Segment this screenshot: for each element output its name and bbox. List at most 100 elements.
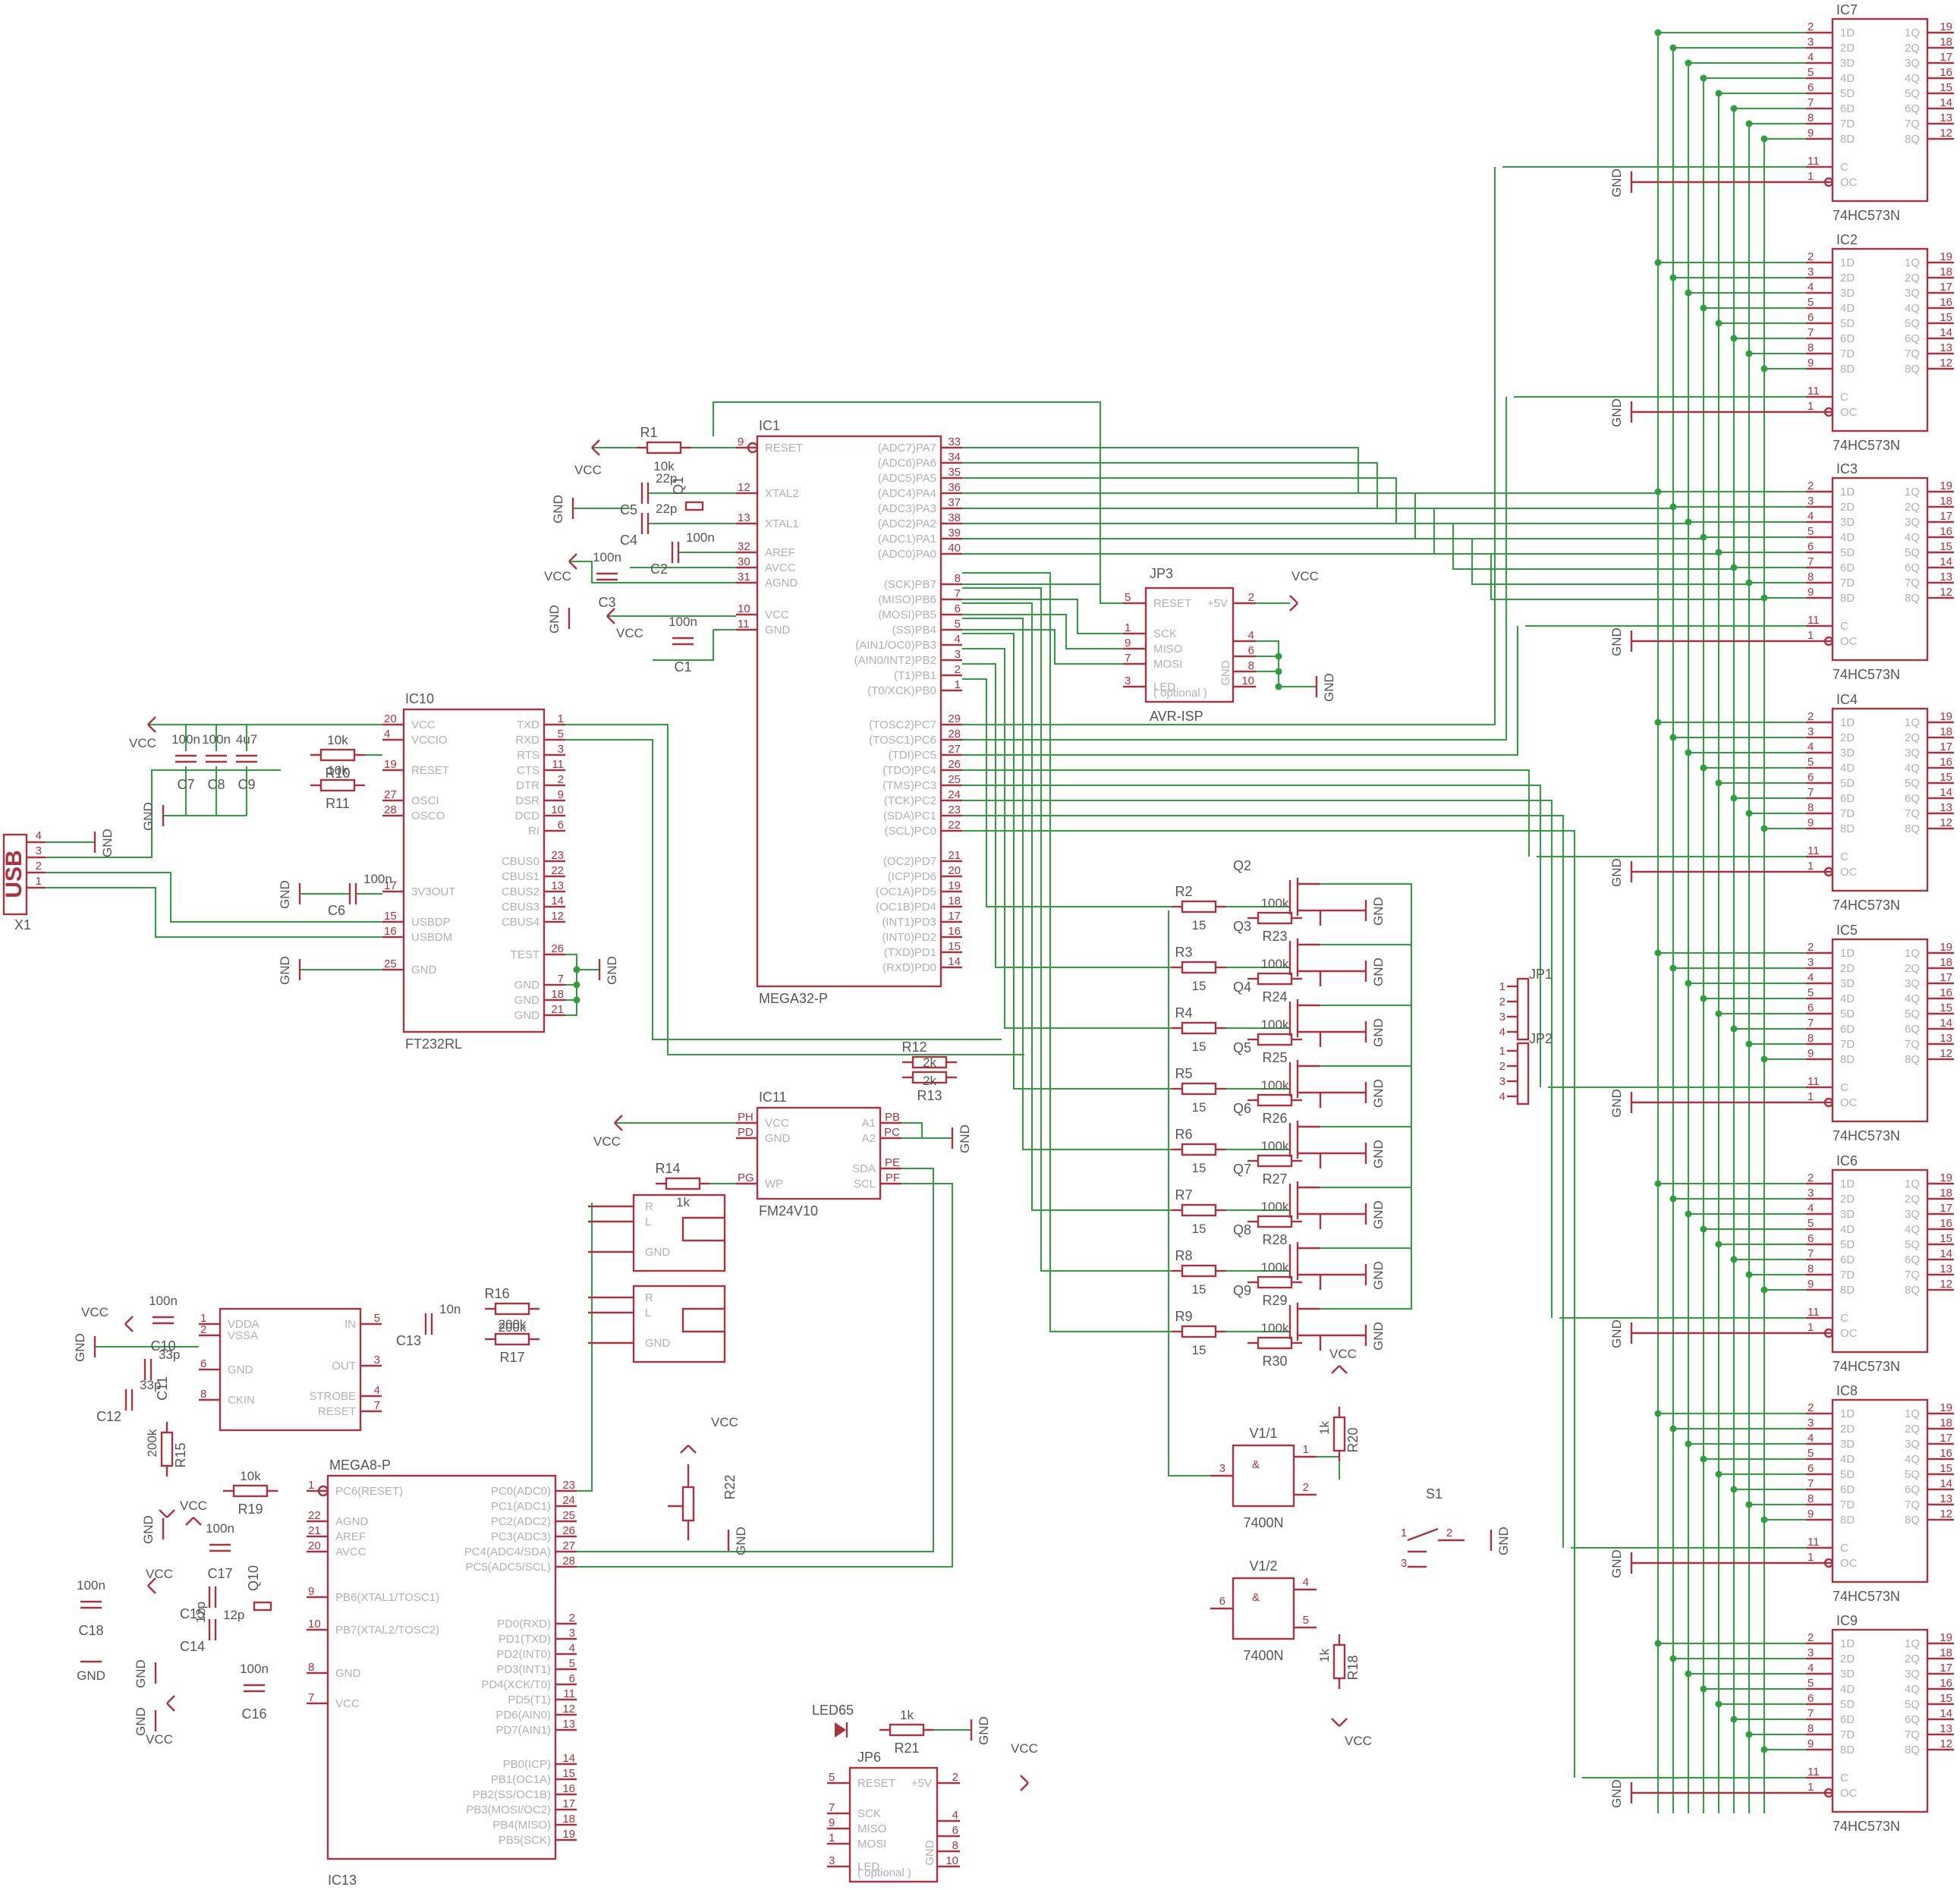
- header-name: JP2: [1529, 1031, 1553, 1046]
- mosfet-name: Q8: [1233, 1222, 1251, 1237]
- junction-dot: [1654, 719, 1662, 726]
- pin-label: OSCO: [411, 810, 445, 822]
- vcc-label: VCC: [1329, 1347, 1357, 1361]
- pin-number: 16: [384, 925, 397, 938]
- pin-label: 1D: [1840, 716, 1855, 729]
- pin-number: 12: [1940, 1278, 1952, 1291]
- pin-number: 22: [948, 819, 961, 832]
- junction-dot: [1745, 1040, 1753, 1048]
- gnd-label: GND: [1371, 897, 1386, 926]
- pin-number: 2: [1248, 591, 1254, 604]
- pin-number: 8: [1807, 571, 1814, 583]
- vcc-label: VCC: [180, 1498, 207, 1513]
- resistor-name: R17: [499, 1350, 524, 1365]
- pin-label: 4Q: [1905, 762, 1920, 775]
- latch-74hc573: [1831, 17, 1929, 203]
- pin-label: DTR: [516, 779, 540, 792]
- ic-name: IC1: [759, 418, 780, 433]
- pin-number: 35: [948, 466, 961, 479]
- gnd-label: GND: [1496, 1527, 1511, 1555]
- gnd-label: GND: [1609, 627, 1624, 656]
- pin-label: OSCI: [411, 794, 439, 807]
- ic-name: IC11: [759, 1090, 787, 1105]
- pin-number: 11: [1807, 1766, 1820, 1778]
- gnd-label: GND: [1609, 1089, 1624, 1118]
- junction-dot: [1730, 1025, 1738, 1033]
- resistor-name: R5: [1175, 1066, 1192, 1081]
- capacitor-name: C4: [620, 533, 637, 548]
- resistor-value: 15: [1192, 1222, 1207, 1236]
- junction-dot: [1730, 1486, 1738, 1493]
- pin-label: (ADC1)PA1: [878, 533, 936, 546]
- pin-number: 16: [948, 925, 961, 938]
- gnd-label: GND: [77, 1668, 105, 1683]
- junction-dot: [1685, 1440, 1692, 1448]
- inversion-bubble: [747, 442, 759, 454]
- audio-jack: [632, 1285, 726, 1363]
- pin-label: RESET: [1153, 597, 1191, 610]
- pin-number: 13: [1940, 1263, 1952, 1275]
- pin-label: WP: [765, 1178, 783, 1190]
- junction-dot: [1685, 59, 1692, 67]
- junction-dot: [1715, 549, 1722, 556]
- pin-label: AREF: [335, 1530, 366, 1543]
- vcc-arrow: [1339, 1718, 1348, 1727]
- pin-number: 6: [558, 819, 564, 832]
- resistor-value: 100k: [1261, 1260, 1289, 1275]
- pin-label: VCC: [411, 719, 436, 731]
- pin-number: 7: [1807, 1707, 1814, 1720]
- junction-dot: [1275, 683, 1282, 690]
- junction-dot: [1700, 1685, 1707, 1693]
- resistor-name: R2: [1175, 884, 1192, 899]
- pin-label: (SCL)PC0: [885, 825, 936, 838]
- pin-number: 9: [1807, 1047, 1814, 1060]
- pin-number: 9: [558, 788, 564, 801]
- pin-label: 3D: [1840, 57, 1855, 70]
- pin-number: 7: [829, 1801, 835, 1814]
- pin-label: 8Q: [1905, 1053, 1920, 1066]
- wire: [565, 739, 1002, 1040]
- pin-number: 19: [1940, 1631, 1952, 1644]
- capacitor-value: 10n: [439, 1302, 461, 1316]
- resistor-value: 1k: [1317, 1421, 1332, 1435]
- pin-label: 7Q: [1905, 1498, 1920, 1511]
- pin-label: 3D: [1840, 1208, 1855, 1221]
- switch-name: S1: [1426, 1486, 1442, 1502]
- gnd-label: GND: [73, 1333, 87, 1362]
- pin-label: (TCK)PC2: [884, 794, 936, 807]
- pin-number: 2: [1807, 1401, 1814, 1414]
- pin-number: 5: [829, 1771, 835, 1784]
- pin-label: RI: [528, 825, 540, 838]
- latch-74hc573: [1831, 707, 1929, 892]
- pin-number: 14: [1940, 1247, 1952, 1260]
- crystal-q10: [253, 1601, 272, 1612]
- pin-number: 4: [1499, 1090, 1505, 1103]
- jack-pin-label: R: [645, 1200, 653, 1213]
- wire: [962, 492, 1704, 539]
- wire: [962, 447, 1658, 494]
- pin-label: 6D: [1840, 1253, 1855, 1266]
- pin-label: 7D: [1840, 347, 1855, 360]
- capacitor-name: C17: [207, 1566, 232, 1581]
- wire: [962, 462, 1673, 509]
- pin-number: 5: [1807, 1677, 1814, 1690]
- pin-number: 16: [1940, 1217, 1952, 1230]
- pin-number: 19: [1940, 1401, 1952, 1414]
- wire: [653, 630, 714, 661]
- pin-number: 18: [551, 988, 564, 1001]
- pin-label: SCK: [1153, 627, 1177, 640]
- pin-number: 8: [308, 1661, 314, 1674]
- pin-number: 3: [1499, 1075, 1505, 1088]
- pin-number: 11: [1807, 1075, 1820, 1088]
- pin-number: 1: [1807, 1090, 1814, 1103]
- pin-number: 33: [948, 436, 961, 448]
- junction-dot: [1745, 579, 1753, 586]
- junction-dot: [1730, 1256, 1738, 1263]
- resistor-value: 10k: [327, 733, 348, 747]
- vcc-arrow: [166, 1703, 175, 1712]
- pin-number: 14: [1940, 1017, 1952, 1030]
- pin-label: CBUS3: [502, 901, 540, 914]
- pin-label: AREF: [765, 546, 795, 559]
- pin-number: 18: [1940, 1187, 1952, 1200]
- pin-number: 8: [955, 572, 961, 585]
